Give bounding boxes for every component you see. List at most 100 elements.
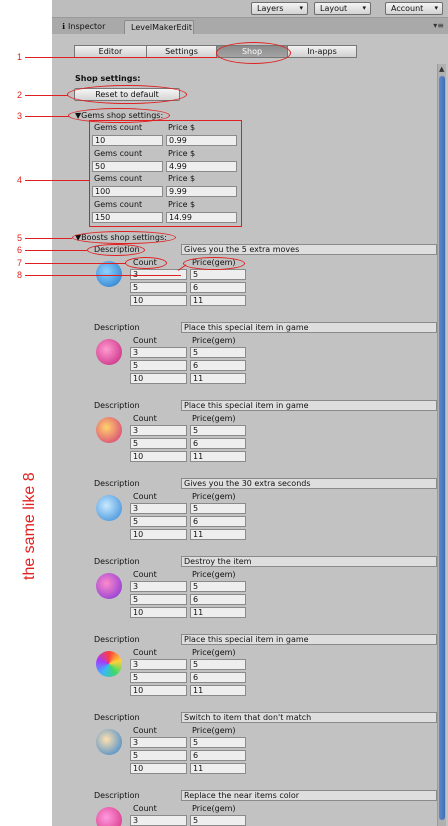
boost-count-field[interactable]: 3 [130, 425, 187, 436]
annotation-ellipse [183, 257, 245, 270]
description-field[interactable]: Switch to item that don't match [181, 712, 437, 723]
annotation-ellipse [67, 85, 187, 104]
description-field[interactable]: Destroy the item [181, 556, 437, 567]
boost-price-field[interactable]: 5 [190, 503, 246, 514]
boost-count-field[interactable]: 10 [130, 295, 187, 306]
price-label: Price $ [168, 148, 196, 158]
boost-count-field[interactable]: 5 [130, 360, 187, 371]
price-label: Price $ [168, 199, 196, 209]
layers-label: Layers [257, 4, 284, 13]
boost-price-field[interactable]: 5 [190, 347, 246, 358]
boost-price-field[interactable]: 5 [190, 659, 246, 670]
boost-count-field[interactable]: 5 [130, 750, 187, 761]
boost-price-field[interactable]: 11 [190, 607, 246, 618]
boost-price-field[interactable]: 6 [190, 750, 246, 761]
boost-count-field[interactable]: 10 [130, 373, 187, 384]
boost-price-field[interactable]: 5 [190, 269, 246, 280]
boost-price-field[interactable]: 6 [190, 516, 246, 527]
gems-price-field[interactable]: 14.99 [166, 211, 237, 223]
scrollbar-thumb[interactable] [439, 76, 445, 820]
boost-price-field[interactable]: 11 [190, 529, 246, 540]
boost-price-field[interactable]: 6 [190, 594, 246, 605]
gems-count-field[interactable]: 150 [92, 211, 163, 223]
toolbar-in-apps[interactable]: In-apps [287, 45, 357, 58]
gems-count-field[interactable]: 10 [92, 135, 163, 146]
boost-count-field[interactable]: 3 [130, 737, 187, 748]
boost-count-field[interactable]: 10 [130, 529, 187, 540]
top-bar: Layers▾ Layout ▾ Account▾ [52, 0, 448, 18]
gems-count-field[interactable]: 100 [92, 186, 163, 197]
gems-price-field[interactable]: 4.99 [166, 160, 237, 172]
boost-count-field[interactable]: 10 [130, 763, 187, 774]
price-gem-label: Price(gem) [192, 804, 236, 813]
gems-price-field[interactable]: 9.99 [166, 186, 237, 197]
boost-count-field[interactable]: 3 [130, 659, 187, 670]
boost-price-field[interactable]: 11 [190, 763, 246, 774]
color-bomb-icon [96, 651, 122, 677]
description-field[interactable]: Place this special item in game [181, 322, 437, 333]
boost-price-field[interactable]: 5 [190, 581, 246, 592]
hourglass-icon [96, 495, 122, 521]
boost-count-field[interactable]: 3 [130, 581, 187, 592]
description-label: Description [94, 713, 140, 722]
boost-price-field[interactable]: 6 [190, 360, 246, 371]
price-gem-label: Price(gem) [192, 414, 236, 423]
boost-count-field[interactable]: 3 [130, 269, 187, 280]
description-label: Description [94, 401, 140, 410]
boost-price-field[interactable]: 11 [190, 373, 246, 384]
count-label: Count [133, 648, 157, 657]
annotation-ellipse [125, 257, 167, 269]
chevron-down-icon: ▾ [362, 4, 366, 12]
description-field[interactable]: Gives you the 5 extra moves [181, 244, 437, 255]
boost-price-field[interactable]: 11 [190, 295, 246, 306]
layout-label: Layout [320, 4, 348, 13]
annotation-line [25, 275, 181, 276]
count-label: Count [133, 492, 157, 501]
tab-menu-icon[interactable]: ▾≡ [433, 21, 444, 30]
gems-count-field[interactable]: 50 [92, 160, 163, 172]
description-field[interactable]: Replace the near items color [181, 790, 437, 801]
boost-count-field[interactable]: 5 [130, 438, 187, 449]
layers-dropdown[interactable]: Layers▾ [251, 2, 308, 15]
lollipop-hammer-icon [96, 573, 122, 599]
boost-price-field[interactable]: 5 [190, 815, 246, 826]
count-label: Count [133, 414, 157, 423]
tab-levelmakeredit[interactable]: LevelMakerEdit [124, 20, 194, 34]
boost-price-field[interactable]: 11 [190, 451, 246, 462]
boost-price-field[interactable]: 11 [190, 685, 246, 696]
annotation-ellipse [216, 42, 291, 64]
account-dropdown[interactable]: Account▾ [385, 2, 443, 15]
boost-price-field[interactable]: 6 [190, 438, 246, 449]
description-label: Description [94, 557, 140, 566]
boost-count-field[interactable]: 5 [130, 516, 187, 527]
boost-count-field[interactable]: 5 [130, 672, 187, 683]
striped-candy-icon [96, 417, 122, 443]
annotation-ellipse [72, 231, 176, 244]
gems-price-field[interactable]: 0.99 [166, 135, 237, 146]
extra-moves-icon [96, 261, 122, 287]
boost-price-field[interactable]: 5 [190, 737, 246, 748]
annotation-ellipse [68, 108, 170, 123]
boost-count-field[interactable]: 5 [130, 282, 187, 293]
price-gem-label: Price(gem) [192, 336, 236, 345]
boost-count-field[interactable]: 5 [130, 594, 187, 605]
boost-count-field[interactable]: 3 [130, 347, 187, 358]
annotation-line [25, 57, 217, 58]
boost-price-field[interactable]: 6 [190, 672, 246, 683]
inspector-scrollbar[interactable]: ▲ [437, 64, 446, 826]
boost-count-field[interactable]: 10 [130, 607, 187, 618]
boost-count-field[interactable]: 10 [130, 685, 187, 696]
boost-count-field[interactable]: 3 [130, 503, 187, 514]
boost-price-field[interactable]: 5 [190, 425, 246, 436]
boost-count-field[interactable]: 3 [130, 815, 187, 826]
description-field[interactable]: Place this special item in game [181, 634, 437, 645]
tab-levelmakeredit-label: LevelMakerEdit [131, 23, 192, 32]
price-gem-label: Price(gem) [192, 648, 236, 657]
boost-count-field[interactable]: 10 [130, 451, 187, 462]
annotation-number: 2 [17, 90, 23, 100]
layout-dropdown[interactable]: Layout ▾ [314, 2, 371, 15]
description-field[interactable]: Place this special item in game [181, 400, 437, 411]
boost-price-field[interactable]: 6 [190, 282, 246, 293]
description-field[interactable]: Gives you the 30 extra seconds [181, 478, 437, 489]
